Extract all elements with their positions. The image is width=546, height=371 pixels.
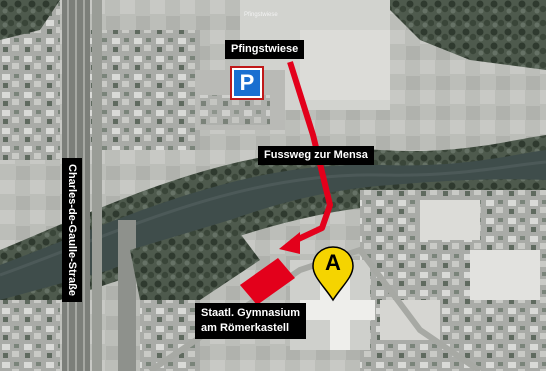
label-school-line1: Staatl. Gymnasium [201,307,301,319]
label-footpath: Fussweg zur Mensa [258,146,374,165]
route-arrow-head [279,232,300,254]
parking-icon: P [230,66,264,100]
label-pfingstwiese: Pfingstwiese [225,40,305,59]
label-street: Charles-de-Gaulle-Straße [62,158,82,303]
location-marker-a-pin [312,246,354,302]
map-watermark-label: Pfingstwiese [244,12,278,18]
label-school: Staatl. Gymnasium am Römerkastell [195,303,307,339]
school-building [240,258,295,305]
label-school-line2: am Römerkastell [201,322,290,334]
walking-route-line [287,61,333,245]
location-marker-a-letter[interactable]: A [325,250,341,275]
